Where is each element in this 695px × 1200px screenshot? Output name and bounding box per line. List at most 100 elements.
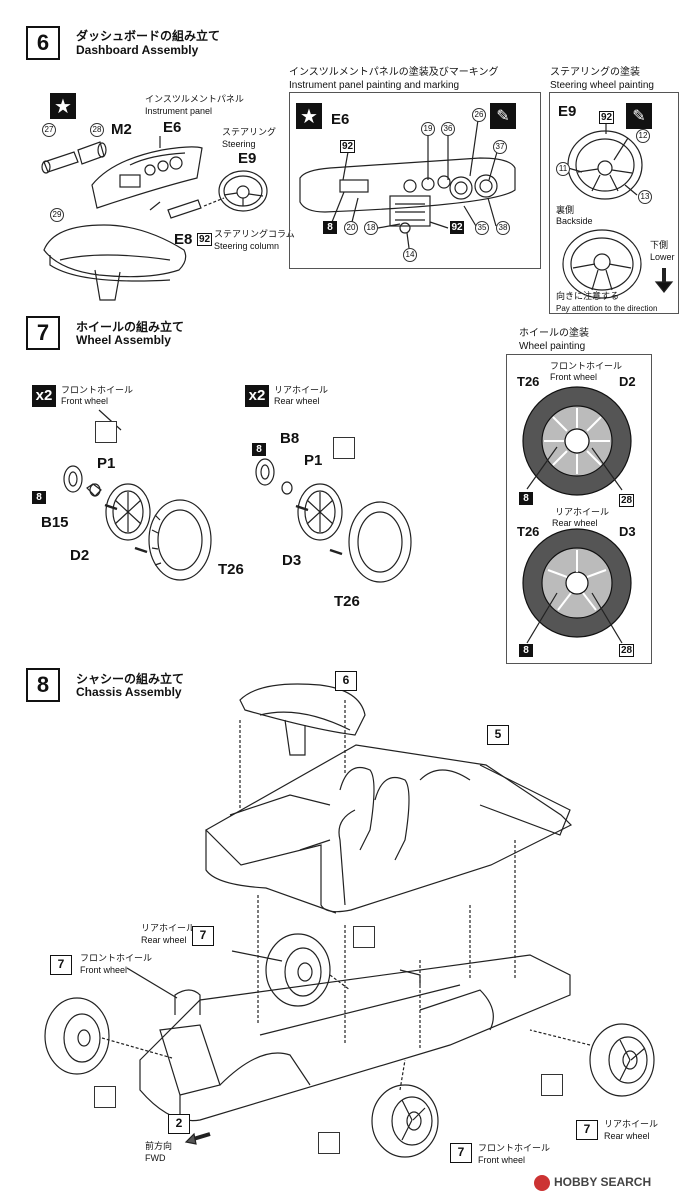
no-glue-icon [353, 926, 375, 948]
panel-painting-title-jp: インスツルメントパネルの塗装及びマーキング [289, 67, 499, 78]
panel-callout-35: 35 [475, 221, 489, 235]
part-e8-column [167, 199, 202, 219]
wheel-painting-title-jp: ホイールの塗装 [519, 328, 589, 339]
painting-rear-label-jp: リアホイール [555, 508, 610, 518]
step6-title-en: Dashboard Assembly [76, 43, 199, 57]
panel-callout-20: 20 [344, 221, 358, 235]
paint-brush-icon: ✎ [490, 103, 516, 129]
steering-painting-title-jp: ステアリングの塗装 [550, 67, 640, 78]
step8-title-en: Chassis Assembly [76, 685, 182, 699]
panel-callout-38: 38 [496, 221, 510, 235]
no-glue-icon [333, 437, 355, 459]
steering-column-label-jp: ステアリングコラム [214, 230, 295, 240]
front-part-d2: D2 [70, 547, 90, 564]
panel-callout-19: 19 [421, 122, 435, 136]
step-number-7: 7 [26, 316, 60, 350]
rear-part-t26: T26 [334, 593, 360, 610]
rear-part-d3: D3 [282, 552, 302, 569]
panel-callout-14: 14 [403, 248, 417, 262]
painting-front-28: 28 [619, 494, 635, 507]
chassis-dashboard [239, 683, 366, 736]
front-part-t26: T26 [218, 561, 244, 578]
chassis-rear-wheel-right [589, 1023, 655, 1097]
panel-callout-26: 26 [472, 108, 486, 122]
chassis-rear-wheel-left [265, 933, 331, 1007]
fwd-label-jp: 前方向 [145, 1142, 173, 1152]
instrument-panel-label-jp: インスツルメントパネル [145, 95, 244, 105]
panel-painting-box [289, 92, 541, 269]
attention-label-jp: 向きに注意する [556, 292, 620, 302]
ref-step-7-rear-left: 7 [192, 926, 214, 946]
steering-label-jp: ステアリング [222, 128, 277, 138]
ref-step-7-front-right: 7 [450, 1143, 472, 1163]
step8-title-jp: シャシーの組み立て [76, 672, 185, 686]
painting-rear-28: 28 [619, 644, 635, 657]
front-paint-8: 8 [32, 491, 46, 504]
chassis-interior-tub [205, 744, 573, 913]
star-icon: ★ [50, 93, 76, 119]
panel-painting-title-en: Instrument panel painting and marking [289, 80, 460, 91]
rear-part-p1: P1 [304, 452, 323, 469]
panel-callout-18: 18 [364, 221, 378, 235]
ref-step-7-front-left: 7 [50, 955, 72, 975]
rear-wheel-label-jp-right: リアホイール [604, 1120, 659, 1130]
star-icon: ★ [296, 103, 322, 129]
painting-rear-label-en: Rear wheel [552, 518, 598, 528]
painting-front-label-en: Front wheel [550, 372, 598, 382]
lower-label-jp: 下側 [650, 241, 669, 251]
rear-wheel-label-jp-left: リアホイール [141, 924, 196, 934]
front-wheel-label-jp-left: フロントホイール [80, 954, 153, 964]
panel-painting-dashboard [299, 157, 516, 213]
ref-step-2: 2 [168, 1114, 190, 1134]
rear-paint-8: 8 [252, 443, 266, 456]
rear-b8-washer [255, 458, 275, 486]
front-wheel-label-en: Front wheel [61, 396, 109, 406]
chassis-front-wheel-right [371, 1084, 439, 1158]
no-glue-icon [94, 1086, 116, 1108]
part-label-e8: E8 [174, 231, 193, 248]
front-d2-hub [105, 483, 151, 541]
rear-wheel-label-jp: リアホイール [274, 386, 329, 396]
steering-painting-title-en: Steering wheel painting [550, 80, 654, 91]
part-29-body [43, 224, 187, 278]
part-label-e6: E6 [163, 119, 182, 136]
front-quantity-x2: x2 [32, 385, 56, 407]
front-wheel-label-en-right: Front wheel [478, 1155, 526, 1165]
backside-label-jp: 裏側 [556, 206, 575, 216]
front-part-b15: B15 [41, 514, 69, 531]
steering-callout-13: 13 [638, 190, 652, 204]
panel-callout-92-top: 92 [340, 140, 356, 153]
rear-wheel-label-en: Rear wheel [274, 396, 320, 406]
ref-step-6: 6 [335, 671, 357, 691]
panel-callout-36: 36 [441, 122, 455, 136]
callout-27: 27 [42, 123, 56, 137]
fwd-label-en: FWD [145, 1153, 166, 1163]
ref-step-7-rear-right: 7 [576, 1120, 598, 1140]
step7-title-jp: ホイールの組み立て [76, 320, 185, 334]
part-e9-steering [218, 170, 268, 212]
front-t26-tire [148, 499, 212, 581]
front-wheel-label-en-left: Front wheel [80, 965, 128, 975]
painting-front-t26: T26 [517, 374, 540, 389]
rear-t26-tire [348, 501, 412, 583]
front-wheel-label-jp-right: フロントホイール [478, 1144, 551, 1154]
painting-front-8: 8 [519, 492, 533, 505]
part-e6-dashboard [91, 146, 203, 209]
no-glue-icon [318, 1132, 340, 1154]
panel-callout-37: 37 [493, 140, 507, 154]
paint-brush-icon: ✎ [626, 103, 652, 129]
steering-column-label-en: Steering column [214, 241, 280, 251]
painting-rear-d3: D3 [619, 524, 636, 539]
rear-part-b8: B8 [280, 430, 300, 447]
wheel-painting-title-en: Wheel painting [519, 341, 586, 352]
front-part-p1: P1 [97, 455, 116, 472]
attention-label-en: Pay attention to the direction [556, 304, 658, 313]
painting-front-d2: D2 [619, 374, 636, 389]
steering-callout-11: 11 [556, 162, 570, 176]
no-glue-icon [541, 1074, 563, 1096]
steering-callout-12: 12 [636, 129, 650, 143]
painting-steering-back [562, 229, 642, 299]
steering-label-en: Steering [222, 139, 256, 149]
rear-wheel-label-en-right: Rear wheel [604, 1131, 650, 1141]
